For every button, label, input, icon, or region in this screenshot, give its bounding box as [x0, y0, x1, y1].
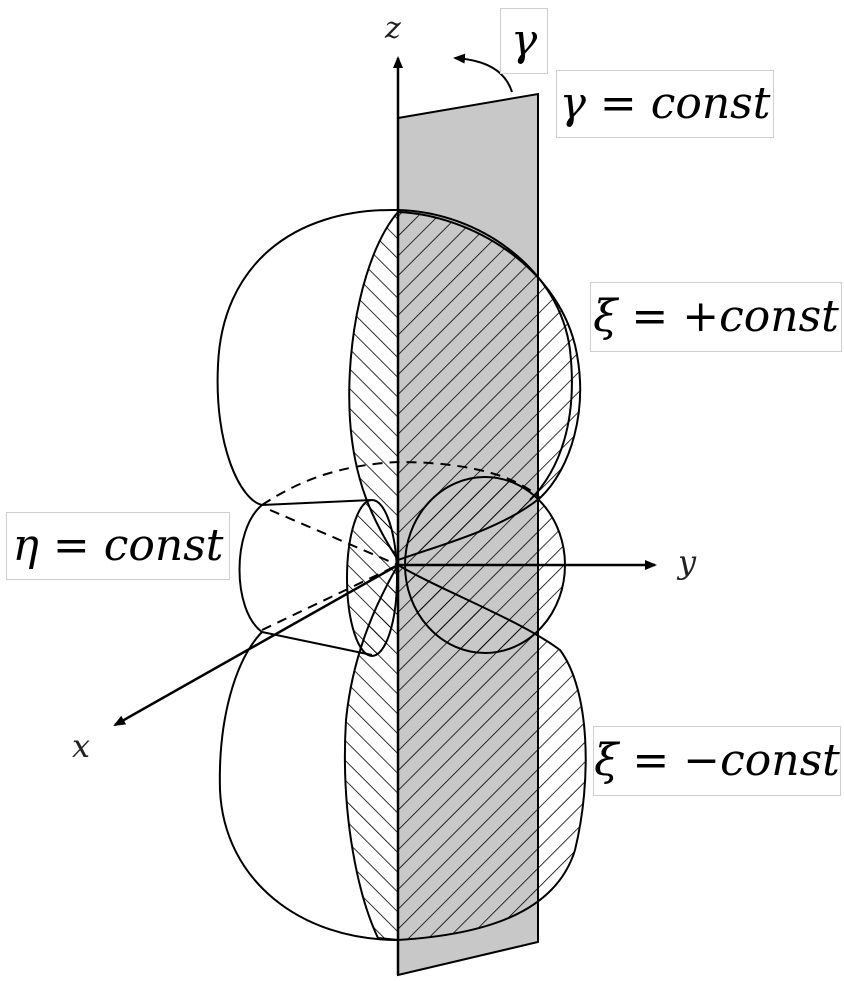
gamma-const-label: γ = const: [556, 70, 774, 138]
dashed-edge-2: [269, 509, 399, 566]
gamma-label: γ: [500, 8, 548, 74]
x-axis-label: x: [72, 727, 91, 765]
xi-minus-label: ξ = −const: [593, 726, 841, 796]
x-axis: [113, 563, 399, 727]
eta-cylinder-top: [261, 499, 373, 506]
y-axis-label: y: [678, 543, 697, 581]
gamma-rotation-arrow: [453, 53, 513, 93]
upper-lobe-outline: [216, 208, 399, 506]
eta-cylinder-end: [238, 504, 263, 633]
eta-cylinder-bottom: [261, 631, 373, 656]
z-axis-label: z: [385, 11, 401, 46]
xi-plus-label: ξ = +const: [590, 282, 842, 352]
dashed-edge-3: [261, 564, 399, 631]
eta-const-label: η = const: [6, 512, 230, 580]
lower-lobe-outline: [218, 631, 399, 941]
